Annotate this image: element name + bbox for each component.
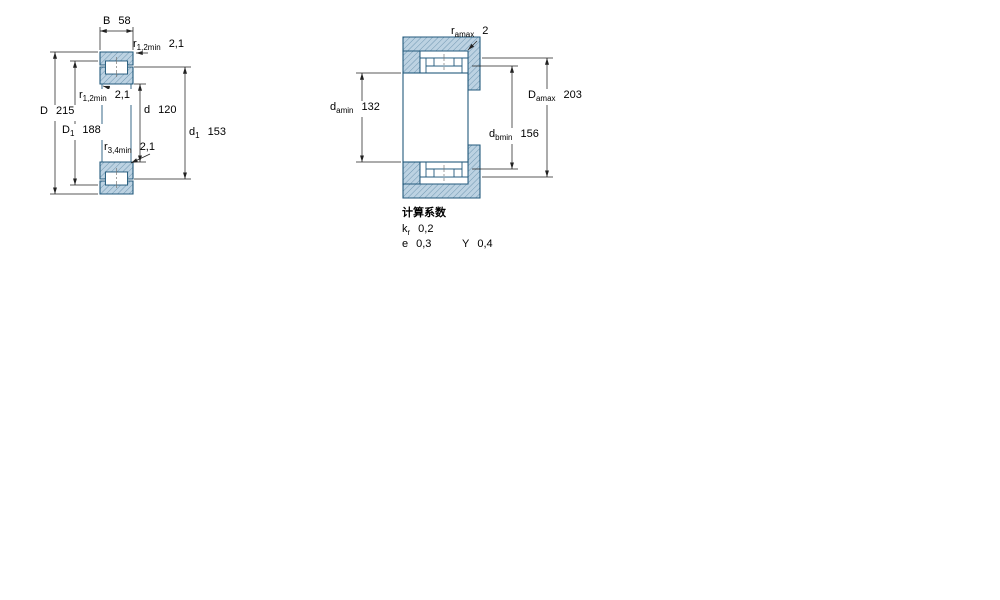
extension-lines-right: [356, 57, 553, 178]
leader-r12-mid: [102, 85, 111, 90]
shaft: [402, 72, 469, 163]
right-view-dimensions: [356, 40, 553, 178]
right-mounting-view: [356, 36, 553, 199]
leader-r34: [130, 153, 151, 164]
shaft-shoulder-bottom: [402, 161, 421, 185]
shaft-shoulder-top: [402, 50, 421, 74]
left-bearing-section-view: [50, 27, 191, 195]
factors-title: 计算系数: [402, 207, 446, 219]
left-view-dimensions: [50, 27, 191, 195]
leader-ramax: [467, 40, 478, 51]
